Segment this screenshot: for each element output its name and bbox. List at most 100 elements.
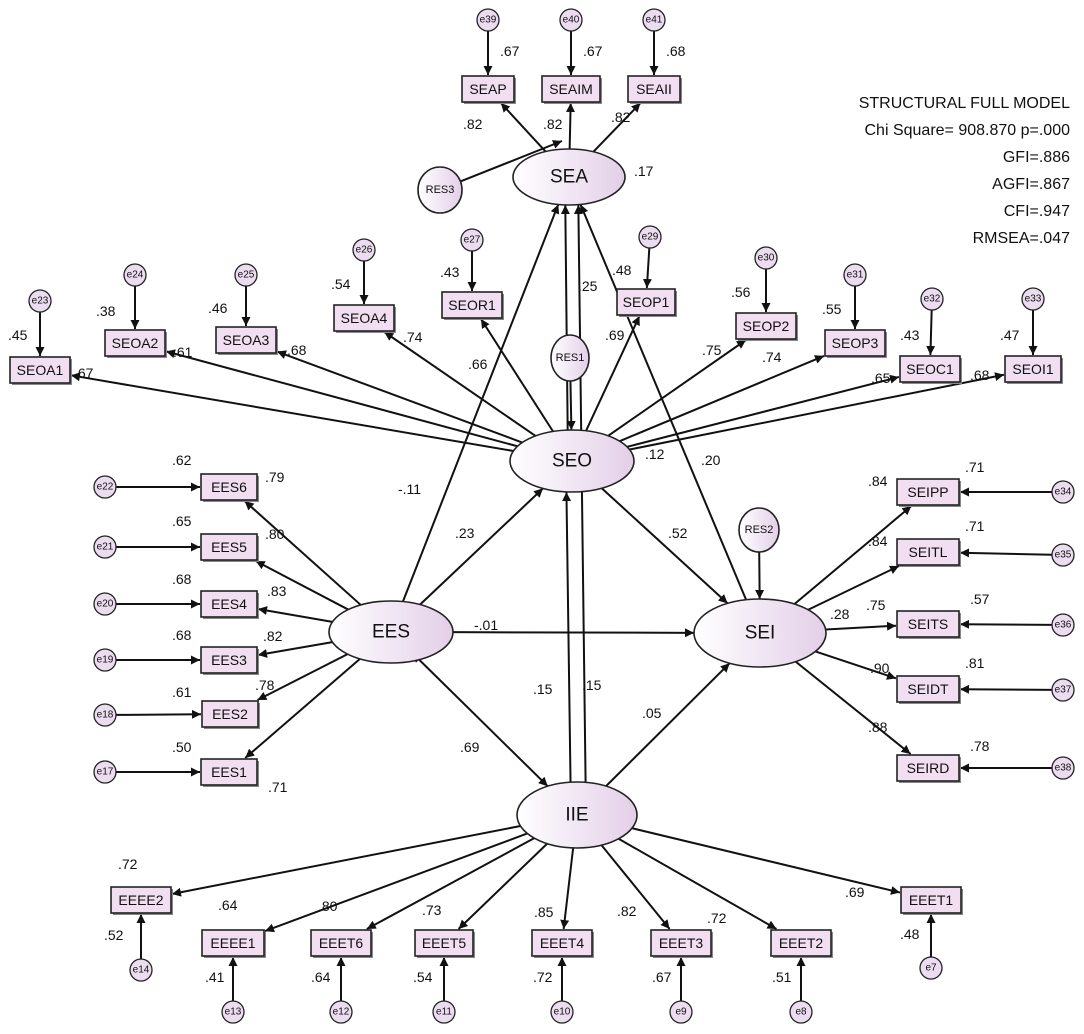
indicator-box <box>461 75 515 103</box>
error-term-ees6[interactable]: e22 <box>93 475 117 499</box>
latent-seo[interactable]: SEO <box>509 429 635 493</box>
indicator-ees6[interactable]: EES6 <box>200 473 259 502</box>
latent-res1[interactable]: RES1 <box>550 334 590 382</box>
indicator-seidt[interactable]: SEIDT <box>896 675 961 704</box>
error-term-ees3[interactable]: e19 <box>93 648 117 672</box>
indicator-ees2[interactable]: EES2 <box>201 700 260 729</box>
error-term-seop3[interactable]: e31 <box>843 263 867 287</box>
residual-path-res3 <box>460 140 563 183</box>
indicator-eeet2[interactable]: EEET2 <box>770 929 833 958</box>
indicator-seop1[interactable]: SEOP1 <box>616 288 677 317</box>
latent-sea[interactable]: SEA <box>512 148 626 206</box>
indicator-seoa4[interactable]: SEOA4 <box>333 304 396 333</box>
indicator-eeet3[interactable]: EEET3 <box>650 929 713 958</box>
loading-value-eeee2: .72 <box>118 856 138 872</box>
loading-value-eeee1: .64 <box>218 897 238 913</box>
error-term-ees4[interactable]: e20 <box>93 592 117 616</box>
indicator-label: SEIRD <box>907 760 950 776</box>
error-term-seaii[interactable]: e41 <box>642 8 666 32</box>
indicator-ees4[interactable]: EES4 <box>200 590 259 619</box>
indicator-seoa3[interactable]: SEOA3 <box>215 326 278 355</box>
indicator-label: SEIPP <box>907 484 948 500</box>
r2-value-ees4: .68 <box>172 571 192 587</box>
latent-res2[interactable]: RES2 <box>738 507 780 553</box>
loading-path-ees-ees6 <box>243 500 362 606</box>
indicator-seor1[interactable]: SEOR1 <box>441 291 504 320</box>
indicator-seitl[interactable]: SEITL <box>896 538 961 567</box>
r2-value-seap: .67 <box>500 43 520 59</box>
error-term-eeee1[interactable]: e13 <box>221 1000 245 1024</box>
indicator-seoc1[interactable]: SEOC1 <box>899 355 962 384</box>
indicator-eeet4[interactable]: EEET4 <box>531 929 594 958</box>
error-term-eeet6[interactable]: e12 <box>329 1000 353 1024</box>
indicator-eeet6[interactable]: EEET6 <box>310 929 373 958</box>
error-term-seidt[interactable]: e37 <box>1051 678 1075 702</box>
error-term-ees2[interactable]: e18 <box>93 703 117 727</box>
error-term-seipp[interactable]: e34 <box>1051 480 1075 504</box>
error-term-seoa1[interactable]: e23 <box>28 289 52 313</box>
indicator-seap[interactable]: SEAP <box>461 75 516 104</box>
indicator-seop3[interactable]: SEOP3 <box>824 329 887 358</box>
indicator-ees5[interactable]: EES5 <box>200 533 259 562</box>
indicator-ees1[interactable]: EES1 <box>200 758 259 787</box>
error-path-seoc1 <box>926 309 936 356</box>
error-term-eeet2[interactable]: e8 <box>789 1000 813 1024</box>
error-term-ees1[interactable]: e17 <box>93 760 117 784</box>
indicator-seoa1[interactable]: SEOA1 <box>9 356 72 385</box>
latent-sei[interactable]: SEI <box>693 598 827 668</box>
indicator-ees3[interactable]: EES3 <box>200 646 259 675</box>
r2-value-eeet4: .72 <box>533 969 553 985</box>
indicator-seop2[interactable]: SEOP2 <box>735 312 798 341</box>
covariance-ees-iie <box>412 653 549 787</box>
loading-path-sea-seaim <box>565 102 575 150</box>
loading-path-sei-seits <box>825 621 897 631</box>
loading-path-ees-ees2 <box>257 653 349 701</box>
error-term-seird[interactable]: e38 <box>1051 756 1075 780</box>
error-term-seoa4[interactable]: e26 <box>352 238 376 262</box>
error-term-seitl[interactable]: e35 <box>1051 543 1075 567</box>
error-term-seoi1[interactable]: e33 <box>1021 287 1045 311</box>
error-term-seop2[interactable]: e30 <box>754 246 778 270</box>
loading-value-ees4: .83 <box>267 583 287 599</box>
latent-iie[interactable]: IIE <box>516 781 638 849</box>
error-term-eeet3[interactable]: e9 <box>669 1000 693 1024</box>
error-term-seits[interactable]: e36 <box>1051 613 1075 637</box>
error-term-seoa2[interactable]: e24 <box>123 263 147 287</box>
error-term-seoa3[interactable]: e25 <box>234 263 258 287</box>
indicator-box <box>541 75 601 103</box>
loading-value-seop3: .74 <box>762 349 782 365</box>
error-term-seap[interactable]: e39 <box>476 8 500 32</box>
indicator-seaii[interactable]: SEAII <box>627 75 682 104</box>
error-term-eeet4[interactable]: e10 <box>550 1000 574 1024</box>
error-label: e14 <box>133 965 150 976</box>
indicator-seird[interactable]: SEIRD <box>896 754 961 783</box>
error-term-eeee2[interactable]: e14 <box>129 958 153 982</box>
indicator-eeee2[interactable]: EEEE2 <box>110 886 173 915</box>
r2-value-seop2: .56 <box>731 284 751 300</box>
indicator-seaim[interactable]: SEAIM <box>541 75 602 104</box>
indicator-seoa2[interactable]: SEOA2 <box>104 329 167 358</box>
error-circle <box>93 703 117 727</box>
indicator-eeet1[interactable]: EEET1 <box>900 886 963 915</box>
loading-value-ees3: .82 <box>263 628 283 644</box>
indicator-eeee1[interactable]: EEEE1 <box>201 929 266 958</box>
latent-res3[interactable]: RES3 <box>417 166 463 214</box>
error-label: e25 <box>238 270 255 281</box>
error-term-seoc1[interactable]: e32 <box>920 287 944 311</box>
indicator-seits[interactable]: SEITS <box>896 610 961 639</box>
stats-agfi: AGFI=.867 <box>992 176 1070 193</box>
error-term-seaim[interactable]: e40 <box>559 8 583 32</box>
error-term-eeet5[interactable]: e11 <box>432 1000 456 1024</box>
indicator-label: EES1 <box>211 764 247 780</box>
indicator-label: EEET2 <box>779 935 824 951</box>
error-term-eeet1[interactable]: e7 <box>919 956 943 980</box>
error-term-seor1[interactable]: e27 <box>460 228 484 252</box>
error-term-ees5[interactable]: e21 <box>93 535 117 559</box>
indicator-seoi1[interactable]: SEOI1 <box>1004 355 1063 384</box>
loading-path-iie-eeet1 <box>631 827 901 895</box>
latent-ees[interactable]: EES <box>328 600 454 664</box>
indicator-seipp[interactable]: SEIPP <box>896 478 961 507</box>
error-term-seop1[interactable]: e29 <box>638 225 662 249</box>
loading-path-ees-ees4 <box>257 606 333 623</box>
indicator-eeet5[interactable]: EEET5 <box>414 929 475 958</box>
